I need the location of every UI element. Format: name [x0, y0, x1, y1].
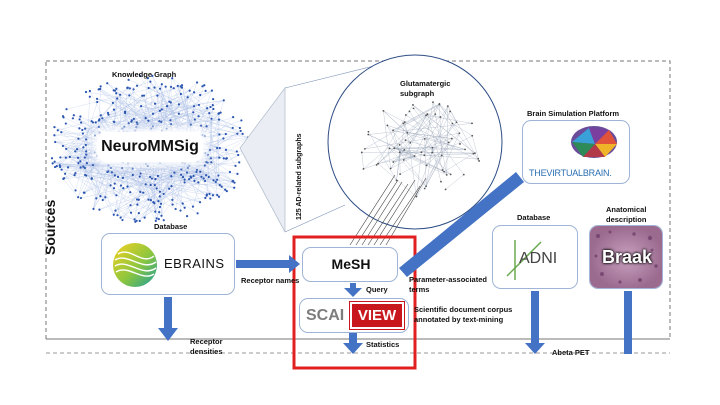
neurommsig-label-box: [97, 132, 203, 162]
arrow-ebrains-to-mesh: [236, 255, 300, 273]
adni-box: ADNI: [492, 225, 578, 289]
scaiview-name-left: SCAI: [306, 307, 345, 324]
arrow-tvb-to-mesh: [399, 172, 524, 277]
receptor-densities-line2: densities: [190, 347, 223, 356]
adni-name: ADNI: [519, 250, 558, 267]
tvb-name: THEVIRTUALBRAIN.: [529, 168, 612, 178]
receptor-names-label: Receptor names: [241, 276, 300, 285]
arrow-ebrains-down: [158, 297, 178, 341]
bar-braak-down: [624, 291, 632, 354]
scaiview-view-badge: VIEW: [349, 301, 405, 330]
highlight-frame: [292, 235, 417, 370]
corpus-label-line2: annotated by text-mining: [414, 315, 504, 324]
subgraph-to-mesh-lines: [349, 174, 427, 246]
arrow-adni-down: [525, 291, 545, 354]
arrow-mesh-to-scaiview: [344, 283, 362, 297]
braak-name: Braak: [601, 247, 653, 267]
scaiview-box: SCAI VIEW: [299, 298, 409, 333]
knowledge-graph-caption: Knowledge Graph: [112, 70, 177, 79]
braak-caption-line1: Anatomical: [606, 205, 647, 214]
mesh-name: MeSH: [331, 256, 371, 272]
query-label: Query: [366, 285, 388, 294]
adni-caption: Database: [517, 213, 551, 222]
subgraphs-label: 125 AD-related subgraphs: [296, 133, 303, 221]
parameter-label-line2: terms: [409, 285, 430, 294]
braak-caption-line2: description: [606, 215, 647, 224]
zoom-line-bottom: [284, 204, 346, 233]
ebrains-name: EBRAINS: [164, 256, 225, 271]
parameter-label-line1: Parameter-associated: [409, 275, 487, 284]
arrow-scaiview-to-statistics: [343, 333, 363, 354]
braak-box: Braak: [589, 225, 663, 289]
mesh-box: MeSH: [302, 247, 398, 282]
abeta-pet-label: Abeta PET: [552, 348, 590, 357]
sources-label: Sources: [42, 199, 58, 255]
brain-icon: [571, 126, 617, 158]
glutamatergic-label-line1: Glutamatergic: [400, 79, 451, 88]
zoom-cone: [239, 86, 286, 233]
receptor-densities-line1: Receptor: [190, 337, 223, 346]
corpus-label-line1: Scientific document corpus: [414, 305, 513, 314]
glutamatergic-network: [360, 101, 481, 198]
scaiview-name-right: VIEW: [357, 307, 397, 324]
ebrains-box: EBRAINS: [101, 233, 235, 295]
tvb-caption: Brain Simulation Platform: [527, 109, 620, 118]
statistics-label: Statistics: [366, 340, 400, 349]
histology-image: [590, 226, 662, 288]
glutamatergic-label-line2: subgraph: [400, 89, 435, 98]
ebrains-caption: Database: [154, 222, 188, 231]
adni-logo-icon: [506, 240, 542, 280]
tvb-box: THEVIRTUALBRAIN.: [522, 120, 630, 184]
glutamatergic-circle: [327, 54, 503, 230]
neurommsig-title: NeuroMMSig: [101, 138, 199, 155]
ebrains-logo-icon: [113, 243, 157, 287]
